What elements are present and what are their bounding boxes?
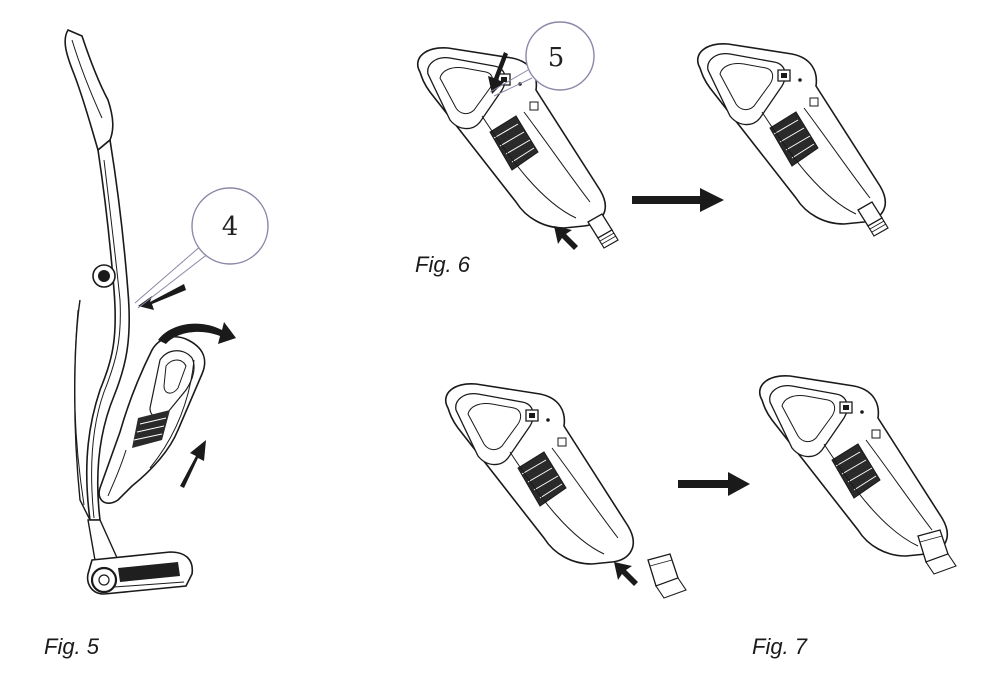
fig5-stick-vacuum: 4 — [65, 30, 268, 594]
rotate-arrow — [158, 322, 236, 344]
fig7-handheld-after — [758, 374, 957, 575]
fig7-result-arrow — [678, 472, 750, 496]
floor-head — [88, 552, 193, 594]
callout-5-number: 5 — [548, 43, 565, 73]
clip-arrow — [138, 284, 186, 310]
fig6-result-arrow — [632, 188, 724, 212]
callout-5: 5 — [490, 22, 594, 96]
fig7-label: Fig. 7 — [752, 634, 808, 659]
fig5-label: Fig. 5 — [44, 634, 100, 659]
fig7-handheld-before — [444, 382, 635, 565]
fig7-attach-arrow — [614, 562, 638, 586]
fig5-handheld-unit — [99, 337, 205, 503]
fig6-brush-nozzle — [587, 213, 619, 249]
callout-4: 4 — [135, 188, 268, 308]
fig6-press-arrow — [488, 52, 508, 94]
fig6-brush-attachment: 5 — [416, 22, 889, 250]
fig6-attach-arrow — [554, 226, 578, 250]
fig7-crevice-nozzle — [647, 553, 687, 599]
callout-4-number: 4 — [222, 212, 239, 242]
fig7-crevice-attachment — [444, 374, 957, 599]
insert-arrow — [180, 440, 206, 488]
fig6-label: Fig. 6 — [415, 252, 471, 277]
fig6-handheld-after — [696, 42, 889, 237]
